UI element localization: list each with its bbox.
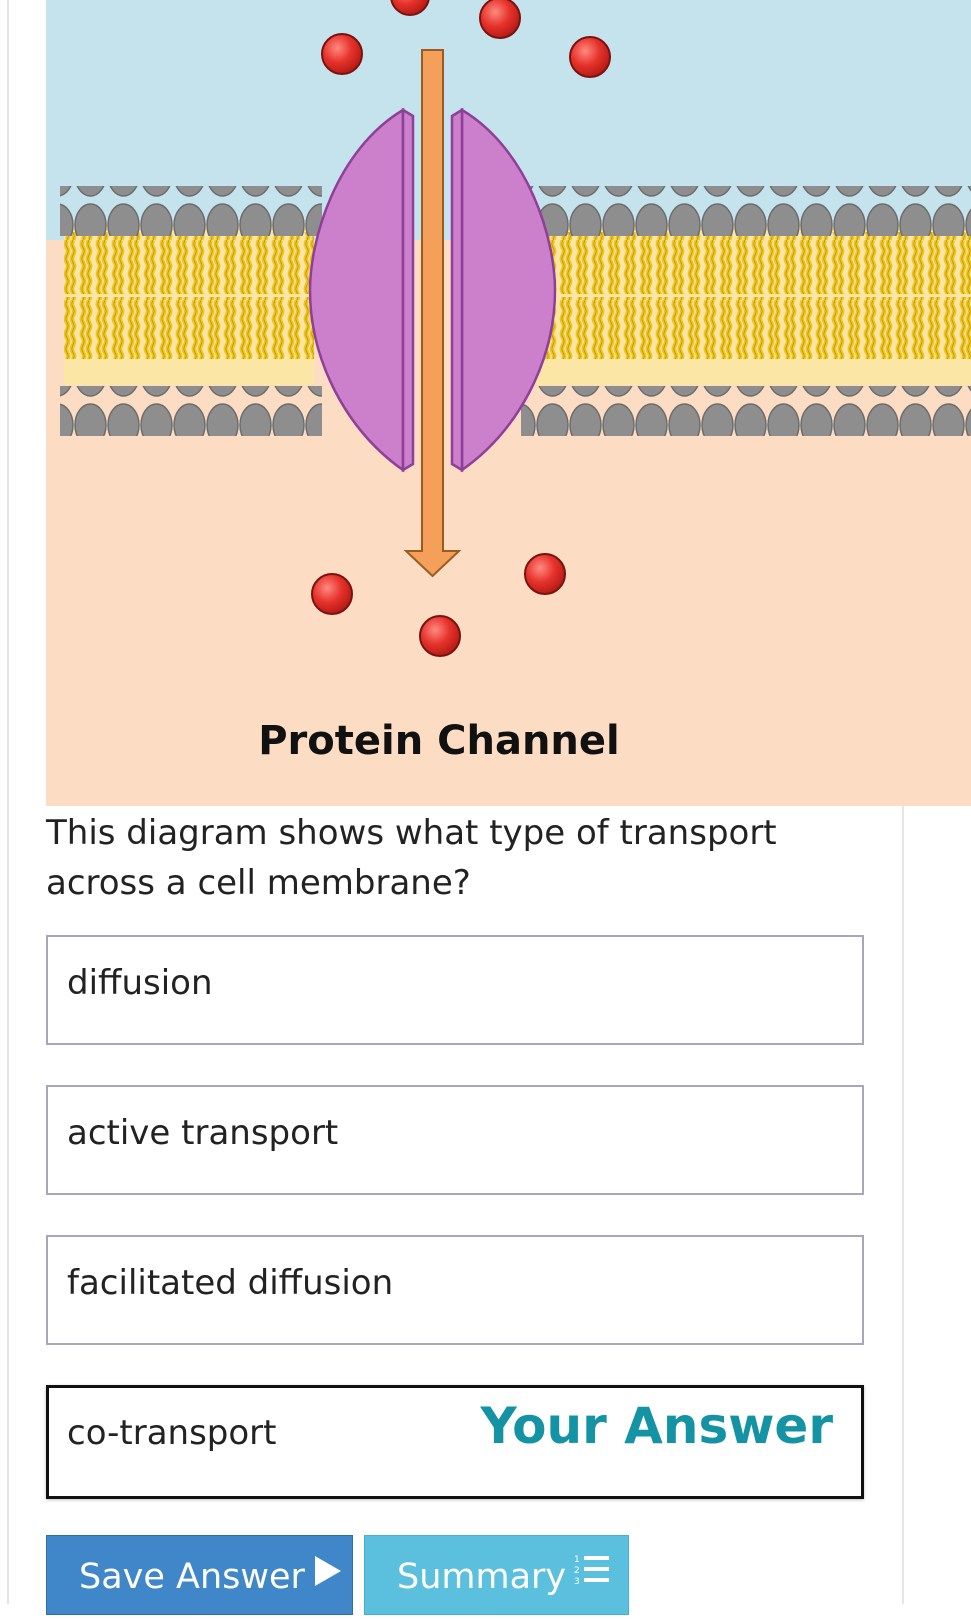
answer-option-co-transport[interactable]: co-transport Your Answer xyxy=(46,1385,864,1499)
right-membrane xyxy=(521,186,971,436)
left-divider xyxy=(7,0,9,1604)
right-divider xyxy=(902,806,904,1604)
save-answer-button[interactable]: Save Answer xyxy=(46,1535,353,1615)
your-answer-badge: Your Answer xyxy=(480,1397,833,1455)
numbered-list-icon: 1 2 3 xyxy=(574,1535,610,1617)
play-arrow-icon xyxy=(313,1535,343,1617)
option-label: diffusion xyxy=(67,963,213,1003)
answer-option-active-transport[interactable]: active transport xyxy=(46,1085,864,1195)
answer-option-diffusion[interactable]: diffusion xyxy=(46,935,864,1045)
diagram-caption: Protein Channel xyxy=(258,718,620,764)
summary-button[interactable]: Summary 1 2 3 xyxy=(364,1535,629,1615)
solute-particles xyxy=(311,0,611,657)
svg-text:1: 1 xyxy=(574,1555,580,1565)
option-label: co-transport xyxy=(67,1413,277,1453)
svg-text:3: 3 xyxy=(574,1577,580,1587)
left-membrane xyxy=(60,186,322,436)
protein-channel-diagram: Protein Channel xyxy=(46,0,971,806)
svg-text:2: 2 xyxy=(574,1566,580,1576)
option-label: facilitated diffusion xyxy=(67,1263,394,1303)
summary-label: Summary xyxy=(397,1557,567,1597)
channel-protein xyxy=(308,107,557,473)
save-answer-label: Save Answer xyxy=(79,1557,305,1597)
down-arrow-icon xyxy=(403,49,462,578)
answer-option-facilitated-diffusion[interactable]: facilitated diffusion xyxy=(46,1235,864,1345)
option-label: active transport xyxy=(67,1113,339,1153)
question-text: This diagram shows what type of transpor… xyxy=(46,813,777,903)
